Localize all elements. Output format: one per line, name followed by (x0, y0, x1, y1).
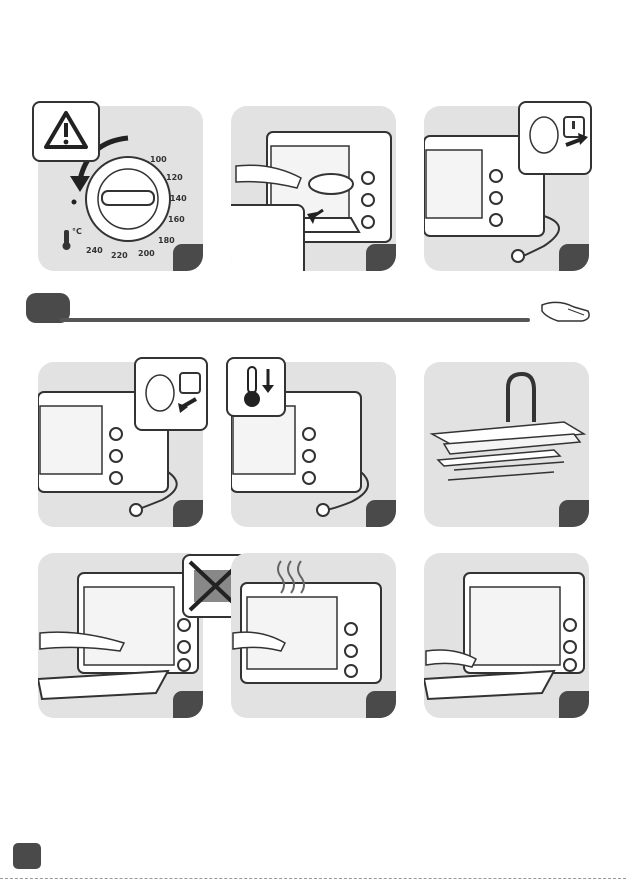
thermometer-inset (226, 357, 286, 417)
step-badge (366, 244, 396, 271)
hand-cloth-icon (538, 291, 594, 331)
step-panel-2-remove-food (231, 106, 396, 271)
step-badge (366, 691, 396, 718)
socket-icon (520, 103, 590, 173)
dial-label-140: 140 (170, 194, 187, 203)
step-badge (173, 244, 203, 271)
warning-icon (34, 103, 98, 160)
step-badge (559, 244, 589, 271)
dial-label-160: 160 (168, 215, 185, 224)
step-badge (173, 691, 203, 718)
glove-inset (231, 204, 305, 271)
dial-label-100: 100 (150, 155, 167, 164)
dial-label-180: 180 (158, 236, 175, 245)
thermometer-down-icon (228, 359, 284, 415)
warning-callout (32, 101, 100, 162)
dial-unit: °C (72, 227, 82, 236)
dial-label-240: 240 (86, 246, 103, 255)
dial-label-200: 200 (138, 249, 155, 258)
plug-inset (518, 101, 592, 175)
page-number-badge (13, 843, 41, 869)
step-badge (559, 500, 589, 527)
step-panel-6-wash-accessories (424, 362, 589, 527)
section-divider (60, 318, 530, 322)
step-badge (559, 691, 589, 718)
step-badge (366, 500, 396, 527)
step-panel-9-clean-door (424, 553, 589, 718)
page-bottom-border (0, 878, 626, 881)
step-panel-7-clean-inside (38, 553, 203, 718)
dial-label-220: 220 (111, 251, 128, 260)
plug-inset (134, 357, 208, 431)
step-panel-8-clean-outside (231, 553, 396, 718)
socket-icon (136, 359, 206, 429)
dial-label-120: 120 (166, 173, 183, 182)
step-badge (173, 500, 203, 527)
